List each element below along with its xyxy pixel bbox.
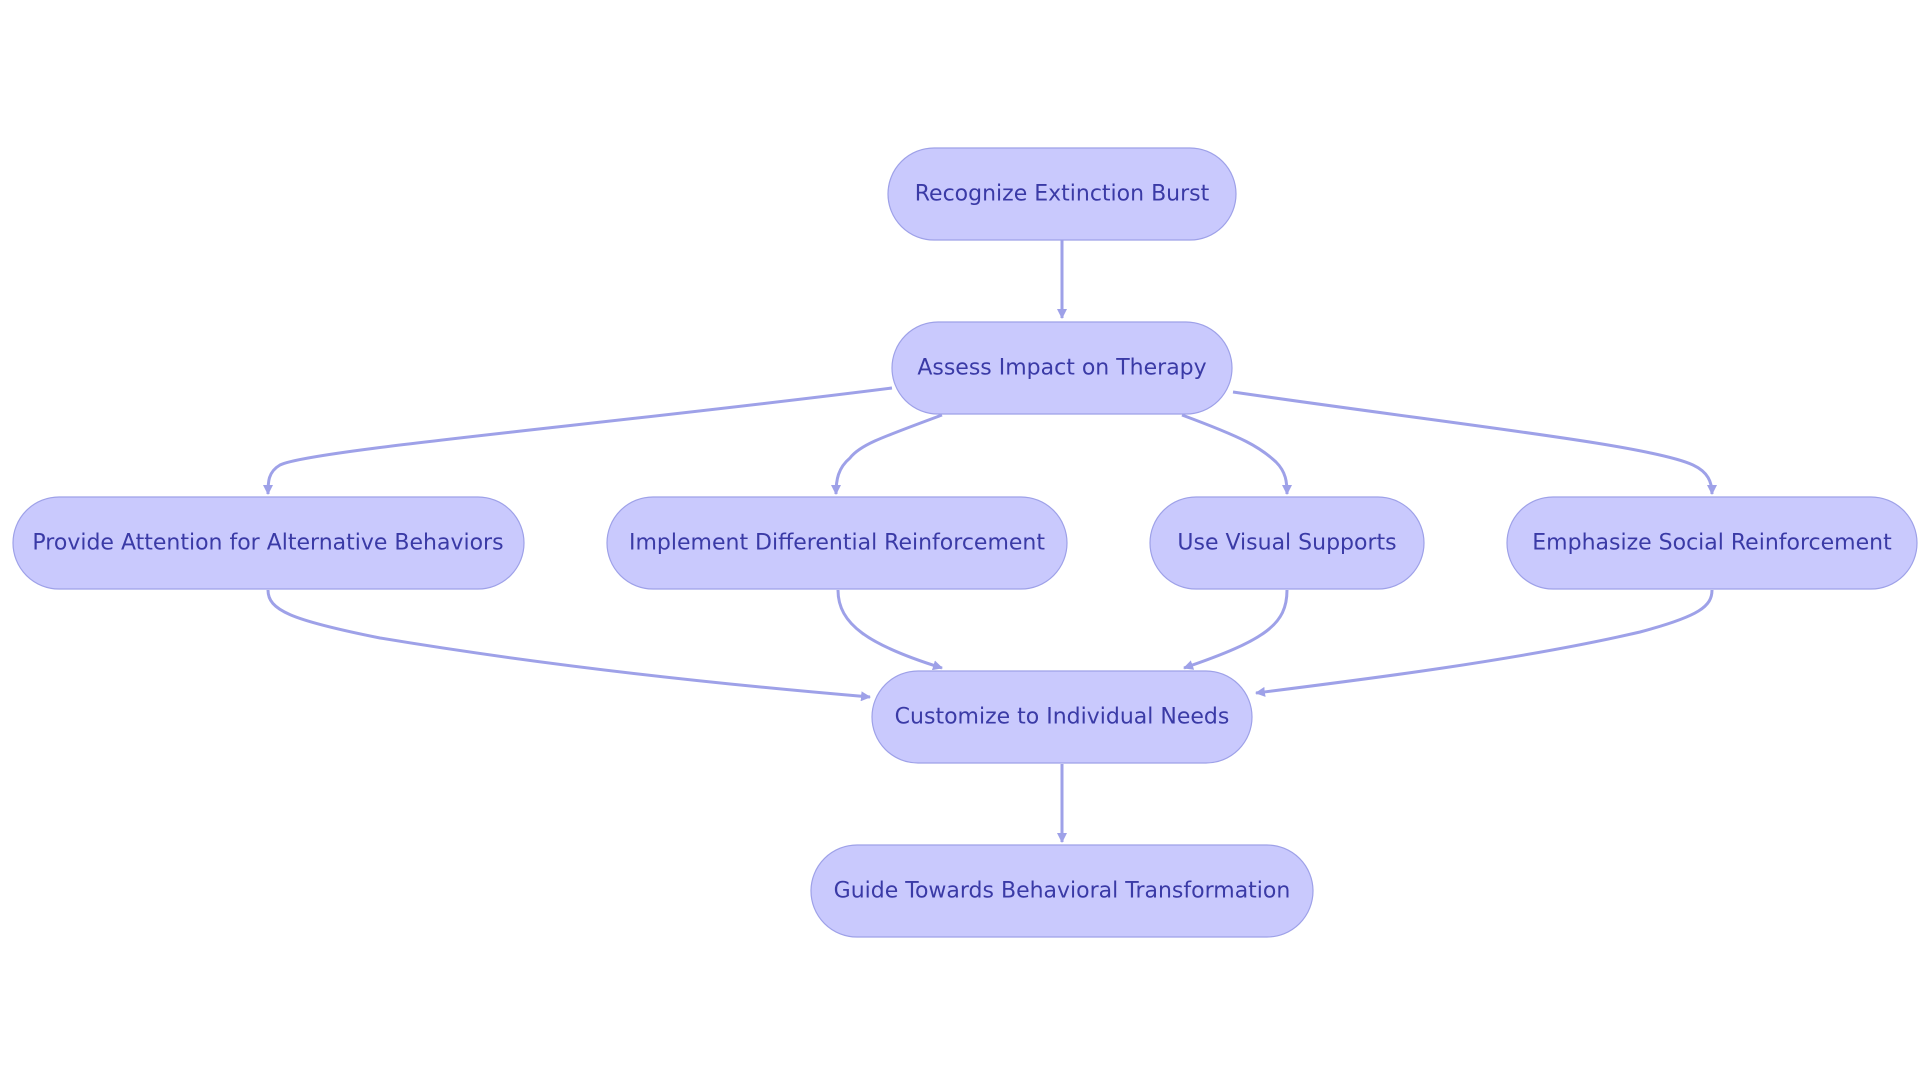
node-emphasize-social-reinforcement[interactable]: Emphasize Social Reinforcement	[1506, 496, 1918, 590]
edge-assess-to-differential	[831, 413, 943, 495]
node-shape	[891, 321, 1233, 415]
node-assess-impact-on-therapy[interactable]: Assess Impact on Therapy	[891, 321, 1233, 415]
node-shape	[1506, 496, 1918, 590]
node-customize-to-individual-needs[interactable]: Customize to Individual Needs	[871, 670, 1253, 764]
node-shape	[12, 496, 525, 590]
edges-layer	[263, 240, 1717, 843]
node-use-visual-supports[interactable]: Use Visual Supports	[1149, 496, 1425, 590]
edge-differential-to-customize	[836, 589, 943, 671]
node-shape	[606, 496, 1068, 590]
node-recognize-extinction-burst[interactable]: Recognize Extinction Burst	[887, 147, 1237, 241]
node-label: Customize to Individual Needs	[895, 705, 1230, 730]
node-label: Implement Differential Reinforcement	[629, 531, 1045, 556]
edge-assess-to-attention	[263, 386, 893, 495]
node-shape	[1149, 496, 1425, 590]
node-provide-attention-for-alternative-behaviors[interactable]: Provide Attention for Alternative Behavi…	[12, 496, 525, 590]
node-label: Assess Impact on Therapy	[917, 356, 1206, 381]
node-implement-differential-reinforcement[interactable]: Implement Differential Reinforcement	[606, 496, 1068, 590]
node-label: Emphasize Social Reinforcement	[1532, 531, 1892, 556]
node-label: Recognize Extinction Burst	[915, 182, 1210, 207]
nodes-layer: Recognize Extinction Burst Assess Impact…	[12, 147, 1918, 938]
node-shape	[810, 844, 1314, 938]
node-label: Provide Attention for Alternative Behavi…	[32, 531, 503, 556]
edge-attention-to-customize	[266, 589, 871, 702]
node-label: Use Visual Supports	[1177, 531, 1396, 556]
node-label: Guide Towards Behavioral Transformation	[834, 879, 1291, 904]
node-shape	[887, 147, 1237, 241]
edge-assess-to-visual	[1181, 413, 1292, 495]
edge-assess-to-social	[1232, 390, 1717, 495]
edge-social-to-customize	[1255, 589, 1714, 697]
node-guide-towards-behavioral-transformation[interactable]: Guide Towards Behavioral Transformation	[810, 844, 1314, 938]
node-shape	[871, 670, 1253, 764]
edge-visual-to-customize	[1183, 589, 1289, 670]
